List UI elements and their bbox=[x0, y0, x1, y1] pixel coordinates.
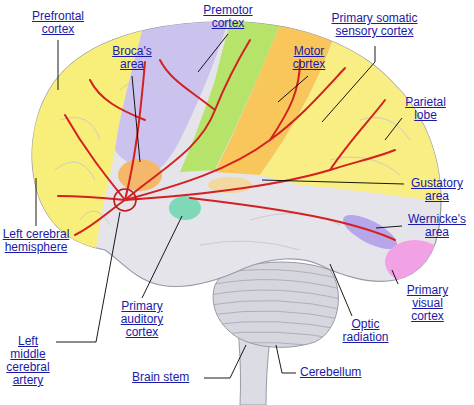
part-label: Primary visual cortex bbox=[400, 284, 455, 323]
part-label: Brain stem bbox=[132, 371, 189, 384]
part-label: Primary somatic sensory cortex bbox=[322, 12, 427, 38]
part-label: Cerebellum bbox=[300, 366, 361, 379]
middle-cerebral-artery bbox=[58, 40, 395, 240]
part-label: Left cerebral hemisphere bbox=[2, 228, 70, 254]
part-label: Optic radiation bbox=[338, 318, 393, 344]
part-label: Gustatory area bbox=[406, 177, 468, 203]
part-label: Motor cortex bbox=[285, 45, 333, 71]
artery-ring bbox=[114, 189, 136, 211]
part-label: Primary auditory cortex bbox=[114, 300, 170, 339]
leader-lines bbox=[36, 34, 404, 378]
cerebellum-folia bbox=[210, 270, 345, 350]
part-label: Broca's area bbox=[106, 45, 158, 71]
part-label: Premotor cortex bbox=[198, 4, 258, 30]
part-label: Parietal lobe bbox=[398, 96, 453, 122]
part-label: Prefrontal cortex bbox=[23, 10, 93, 36]
cortex-regions bbox=[0, 0, 474, 284]
part-label: Wernicke's area bbox=[403, 213, 471, 239]
visual-region bbox=[385, 240, 445, 284]
parietal-region bbox=[260, 0, 474, 205]
part-label: Left middle cerebral artery bbox=[2, 335, 54, 387]
gyri bbox=[55, 81, 410, 250]
